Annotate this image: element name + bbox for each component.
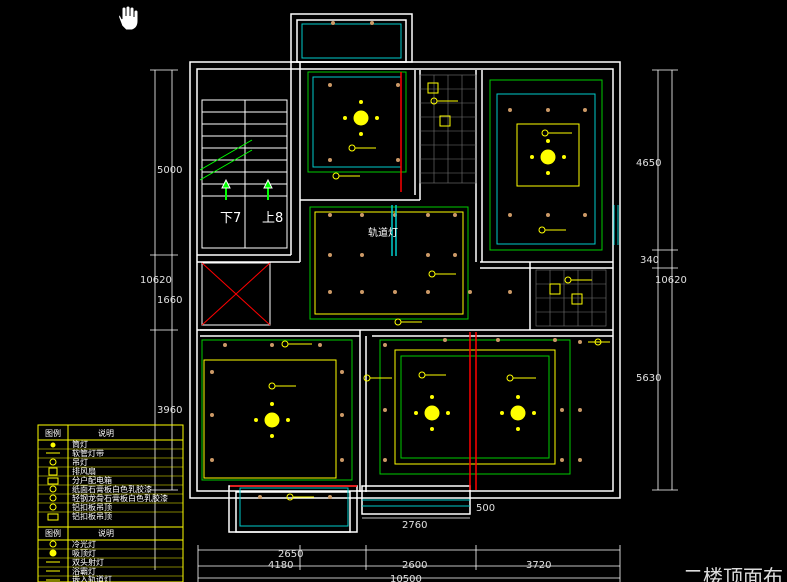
dim-2650: 2650 (278, 549, 303, 560)
dim-5000: 5000 (157, 165, 182, 176)
legend1-symbol-header: 图例 (45, 428, 61, 438)
legend-rows (38, 448, 183, 577)
chandelier-icon (264, 110, 556, 428)
drawing-title: 二楼顶面布 (683, 565, 783, 582)
legend1-row: 纸面石膏板白色乳胶漆 (72, 484, 152, 494)
legend2-row: 吸顶灯 (72, 548, 96, 558)
legend-symbols (46, 442, 60, 581)
legend-table (37, 424, 184, 582)
track-light-line (391, 205, 397, 256)
legend1-row: 吊灯 (72, 457, 88, 467)
staircase (199, 99, 288, 249)
legend2-row: 嵌入轨道灯 (72, 574, 112, 582)
chandelier-ring (254, 100, 566, 438)
red-lines (230, 72, 477, 490)
legend1-row: 铝扣板吊顶 (72, 502, 112, 512)
dim-2760: 2760 (402, 520, 427, 531)
window-marks (362, 205, 619, 507)
ceiling-outlines (201, 23, 603, 527)
legend1-row: 轻钢龙骨石膏板白色乳胶漆 (72, 493, 168, 503)
stair-label-down: 下7 (220, 211, 241, 226)
dim-4650: 4650 (636, 158, 661, 169)
hand-pan-icon[interactable] (118, 5, 139, 31)
legend2-symbol-header: 图例 (45, 528, 61, 538)
legend1-row: 筒灯 (72, 439, 88, 449)
dim-5630: 5630 (636, 373, 661, 384)
light-tags (268, 97, 610, 501)
dimension-lines (154, 70, 673, 579)
dim-1660: 1660 (157, 295, 182, 306)
legend2-row: 双头射灯 (72, 557, 104, 567)
dim-3960: 3960 (157, 405, 182, 416)
legend1-row: 铝扣板吊顶 (72, 511, 112, 521)
legend2-desc-header: 说明 (98, 528, 114, 538)
legend1-desc-header: 说明 (98, 428, 114, 438)
dim-10500: 10500 (390, 574, 422, 582)
legend1-row: 排风扇 (72, 466, 96, 476)
dim-500: 500 (476, 503, 495, 514)
elevator-shaft (201, 262, 271, 326)
track-light-label: 轨道灯 (368, 226, 398, 239)
legend1-row: 分户配电箱 (72, 475, 112, 485)
bathroom-tiles (419, 74, 607, 327)
dim-2600: 2600 (402, 560, 427, 571)
dimension-ticks (150, 69, 678, 582)
dim-4180: 4180 (268, 560, 293, 571)
stair-label-up: 上8 (262, 211, 283, 226)
legend2-row: 冷光灯 (72, 539, 96, 549)
exhaust-fan-icon (427, 82, 583, 305)
outer-walls (189, 13, 621, 533)
legend2-row: 浴霸灯 (72, 566, 96, 576)
dim-10620-right: 10620 (655, 275, 687, 286)
dim-10620-left: 10620 (140, 275, 172, 286)
interior-walls (197, 62, 613, 492)
dim-340: 340 (640, 255, 659, 266)
legend1-row: 软管灯带 (72, 448, 104, 458)
downlight-icon (210, 21, 587, 499)
dim-3720: 3720 (526, 560, 551, 571)
